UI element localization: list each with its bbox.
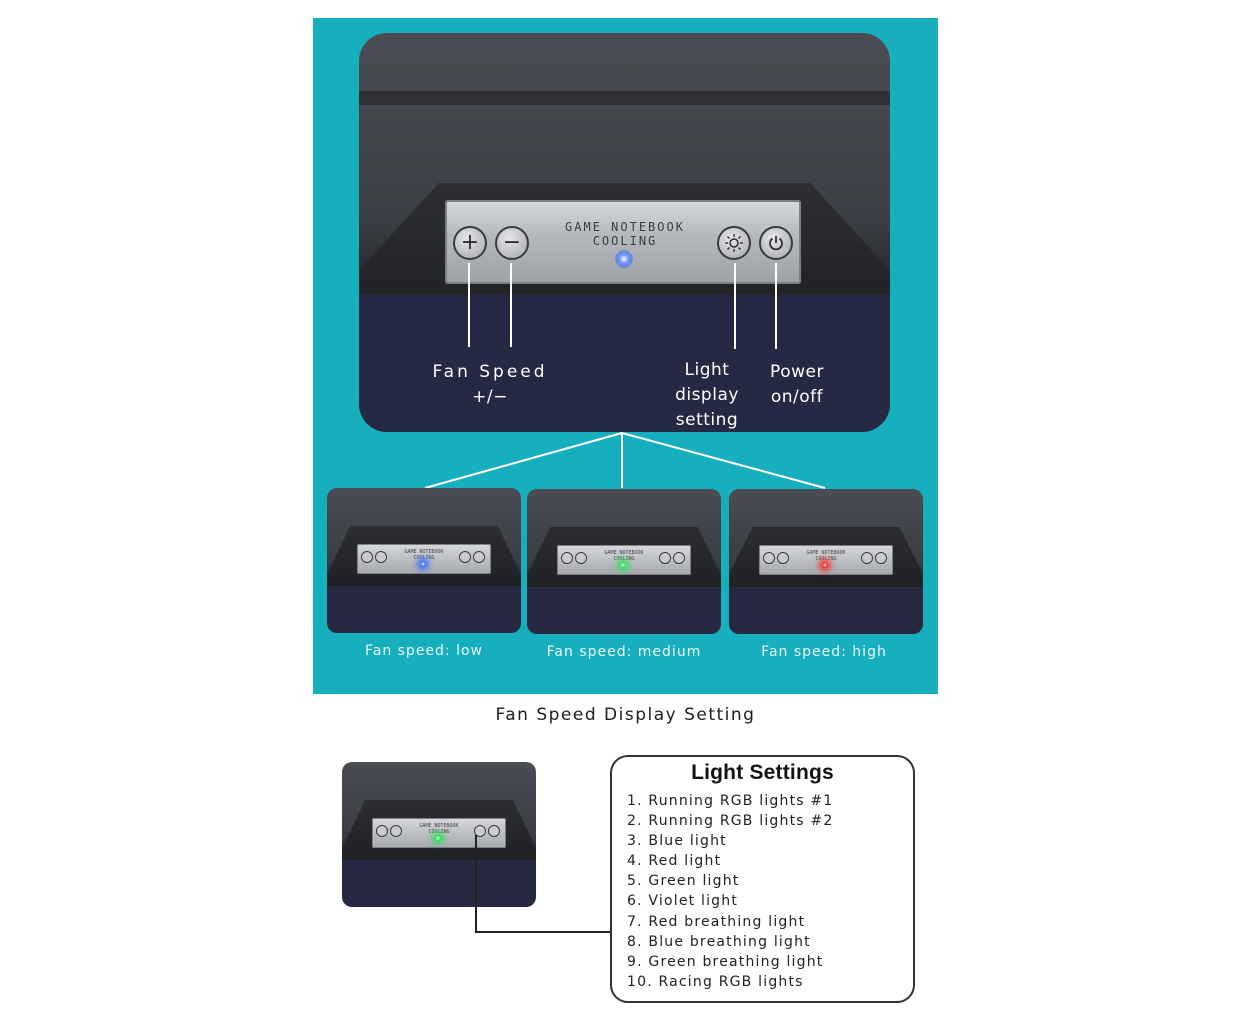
light-setting-button[interactable]	[717, 226, 751, 260]
fan-low-led	[419, 560, 427, 568]
light-settings-sun-button[interactable]	[474, 825, 486, 837]
light-settings-item: 3. Blue light	[627, 833, 727, 850]
light-display-label: Light display setting	[659, 358, 755, 432]
fan-speed-label: Fan Speed +/−	[425, 360, 555, 410]
plate-text-line2: COOLING	[592, 234, 658, 248]
fan-high-led	[821, 561, 829, 569]
power-icon	[769, 236, 783, 251]
cooler-lower-body	[359, 295, 890, 432]
plus-icon: +	[460, 230, 480, 255]
light-label-line2: display	[675, 385, 739, 405]
fan-medium-caption: Fan speed: medium	[546, 644, 702, 660]
plate-brand-text: GAME NOTEBOOK COOLING	[545, 220, 705, 248]
light-settings-title: Light Settings	[691, 761, 834, 784]
light-label-line3: setting	[675, 410, 739, 430]
callout-light-line	[734, 263, 736, 349]
fan-low-caption: Fan speed: low	[364, 643, 484, 659]
light-settings-item: 10. Racing RGB lights	[627, 973, 804, 990]
figure-caption: Fan Speed Display Setting	[495, 705, 756, 725]
light-settings-item: 4. Red light	[627, 853, 722, 870]
plate-text-line1: GAME NOTEBOOK	[565, 220, 685, 234]
fan-high-caption: Fan speed: high	[761, 644, 887, 660]
light-settings-list: 1. Running RGB lights #1 2. Running RGB …	[627, 791, 833, 992]
light-settings-item: 2. Running RGB lights #2	[627, 813, 834, 830]
fan-speed-plus-button[interactable]: +	[453, 226, 487, 260]
light-settings-led	[434, 834, 442, 842]
sun-icon	[725, 234, 743, 252]
light-settings-item: 9. Green breathing light	[627, 953, 824, 970]
fan-status-led	[615, 250, 633, 268]
light-settings-item: 5. Green light	[627, 873, 740, 890]
power-label-line2: on/off	[770, 387, 824, 407]
fan-speed-label-line2: +/−	[472, 387, 508, 407]
fan-medium-led	[619, 561, 627, 569]
light-settings-item: 7. Red breathing light	[627, 913, 806, 930]
branch-lines	[424, 432, 826, 489]
branch-line-high	[621, 432, 826, 489]
light-settings-item: 8. Blue breathing light	[627, 933, 811, 950]
callout-minus-line	[510, 263, 512, 347]
connector-vertical	[475, 835, 477, 933]
minus-icon: −	[502, 230, 522, 255]
callout-plus-line	[468, 263, 470, 347]
callout-power-line	[775, 263, 777, 349]
fan-speed-label-line1: Fan Speed	[432, 362, 548, 382]
power-label: Power on/off	[759, 360, 835, 410]
power-button[interactable]	[759, 226, 793, 260]
branch-line-low	[424, 432, 623, 489]
light-settings-box: Light Settings 1. Running RGB lights #1 …	[610, 755, 915, 1003]
light-settings-item: 1. Running RGB lights #1	[627, 793, 834, 809]
light-settings-power-button[interactable]	[488, 825, 500, 837]
light-settings-item: 6. Violet light	[627, 893, 739, 910]
cooler-control-photo: + − GAME NOTEBOOK COOLING	[359, 33, 890, 432]
light-label-line1: Light	[684, 360, 730, 380]
control-plate: + − GAME NOTEBOOK COOLING	[445, 200, 801, 284]
connector-horizontal	[475, 931, 611, 933]
power-label-line1: Power	[770, 362, 824, 382]
fan-speed-panel: + − GAME NOTEBOOK COOLING	[313, 18, 938, 694]
fan-speed-minus-button[interactable]: −	[495, 226, 529, 260]
cooler-rim	[359, 91, 890, 105]
